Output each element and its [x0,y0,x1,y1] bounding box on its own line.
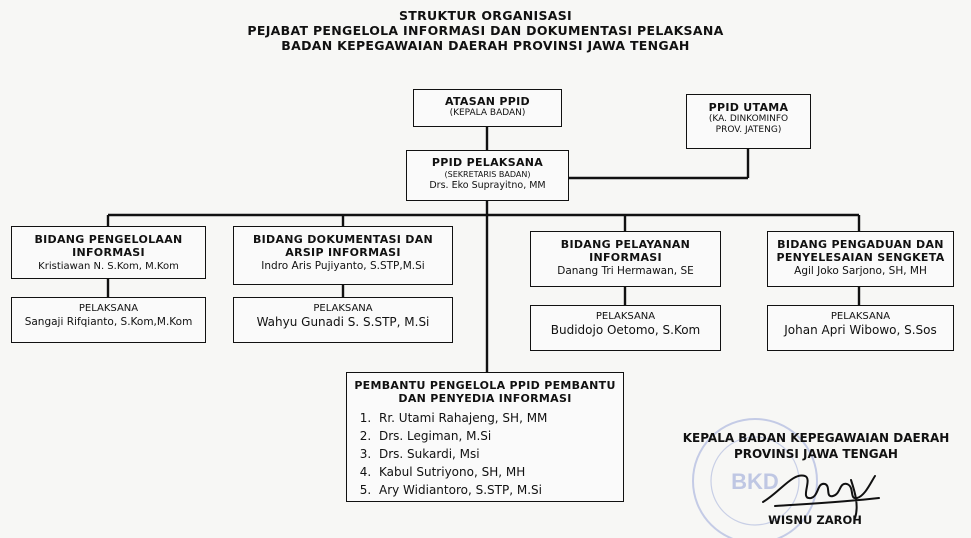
pembantu-title1: PEMBANTU PENGELOLA PPID PEMBANTU [354,379,616,392]
bidang-1-title1: BIDANG PENGELOLAAN [34,233,183,246]
bidang-4-box: BIDANG PENGADUAN DAN PENYELESAIAN SENGKE… [767,231,954,287]
bidang-2-pl-name: Wahyu Gunadi S. S.STP, M.Si [256,315,430,329]
pembantu-name-item: Ary Widiantoro, S.STP, M.Si [375,481,623,499]
bidang-4-pl-name: Johan Apri Wibowo, S.Sos [784,323,937,337]
bidang-1-name: Kristiawan N. S.Kom, M.Kom [38,261,179,272]
bidang-4-pl-label: PELAKSANA [830,311,891,322]
bidang-1-pl-label: PELAKSANA [78,303,139,314]
bidang-3-box: BIDANG PELAYANAN INFORMASI Danang Tri He… [530,231,721,287]
bidang-4-name: Agil Joko Sarjono, SH, MH [794,265,927,277]
signatory-name: WISNU ZAROH [768,513,862,527]
bidang-4-title2: PENYELESAIAN SENGKETA [776,251,945,264]
bidang-3-pl-label: PELAKSANA [595,311,656,322]
bidang-3-name: Danang Tri Hermawan, SE [557,265,694,277]
pembantu-name-item: Kabul Sutriyono, SH, MH [375,463,623,481]
ppid-pelaksana-title: PPID PELAKSANA [431,156,544,169]
bidang-2-pelaksana-box: PELAKSANA Wahyu Gunadi S. S.STP, M.Si [233,297,453,343]
atasan-ppid-box: ATASAN PPID (KEPALA BADAN) [413,89,562,127]
bidang-1-pl-name: Sangaji Rifqianto, S.Kom,M.Kom [24,316,193,328]
bidang-2-name: Indro Aris Pujiyanto, S.STP,M.Si [261,260,425,272]
bidang-2-title1: BIDANG DOKUMENTASI DAN [252,233,434,246]
bidang-4-pelaksana-box: PELAKSANA Johan Apri Wibowo, S.Sos [767,305,954,351]
signature-title-line1: KEPALA BADAN KEPEGAWAIAN DAERAH [682,431,950,445]
ppid-pelaksana-sub: (SEKRETARIS BADAN) [444,170,531,179]
ppid-utama-box: PPID UTAMA (KA. DINKOMINFO PROV. JATENG) [686,94,811,149]
bidang-3-pelaksana-box: PELAKSANA Budidojo Oetomo, S.Kom [530,305,721,351]
bidang-3-pl-name: Budidojo Oetomo, S.Kom [550,323,701,337]
ppid-pelaksana-name: Drs. Eko Suprayitno, MM [429,180,546,191]
bidang-4-title1: BIDANG PENGADUAN DAN [777,238,944,251]
pembantu-name-item: Drs. Sukardi, Msi [375,445,623,463]
pembantu-box: PEMBANTU PENGELOLA PPID PEMBANTU DAN PEN… [346,372,624,502]
ppid-utama-sub2: PROV. JATENG) [715,125,782,135]
pembantu-title2: DAN PENYEDIA INFORMASI [398,392,572,405]
signature-title-line2: PROVINSI JAWA TENGAH [734,447,898,461]
bidang-1-title2: INFORMASI [72,246,145,259]
pembantu-name-item: Rr. Utami Rahajeng, SH, MM [375,409,623,427]
bidang-2-title2: ARSIP INFORMASI [285,246,401,259]
bidang-3-title2: INFORMASI [589,251,662,264]
ppid-utama-title: PPID UTAMA [708,101,789,114]
atasan-ppid-sub: (KEPALA BADAN) [449,108,526,118]
atasan-ppid-title: ATASAN PPID [445,95,530,108]
bidang-2-pl-label: PELAKSANA [313,303,373,314]
bidang-3-title1: BIDANG PELAYANAN [560,238,691,251]
bidang-1-box: BIDANG PENGELOLAAN INFORMASI Kristiawan … [11,226,206,279]
official-stamp: BKD [692,418,818,538]
signature-scribble [762,474,880,519]
pembantu-name-item: Drs. Legiman, M.Si [375,427,623,445]
title-line-2: PEJABAT PENGELOLA INFORMASI DAN DOKUMENT… [247,23,724,38]
title-line-1: STRUKTUR ORGANISASI [399,8,572,23]
title-line-3: BADAN KEPEGAWAIAN DAERAH PROVINSI JAWA T… [281,38,690,53]
ppid-utama-sub1: (KA. DINKOMINFO [708,114,789,124]
bidang-1-pelaksana-box: PELAKSANA Sangaji Rifqianto, S.Kom,M.Kom [11,297,206,343]
ppid-pelaksana-box: PPID PELAKSANA (SEKRETARIS BADAN) Drs. E… [406,150,569,201]
pembantu-name-list: Rr. Utami Rahajeng, SH, MM Drs. Legiman,… [347,409,623,499]
stamp-text: BKD [731,469,779,494]
bidang-2-box: BIDANG DOKUMENTASI DAN ARSIP INFORMASI I… [233,226,453,285]
